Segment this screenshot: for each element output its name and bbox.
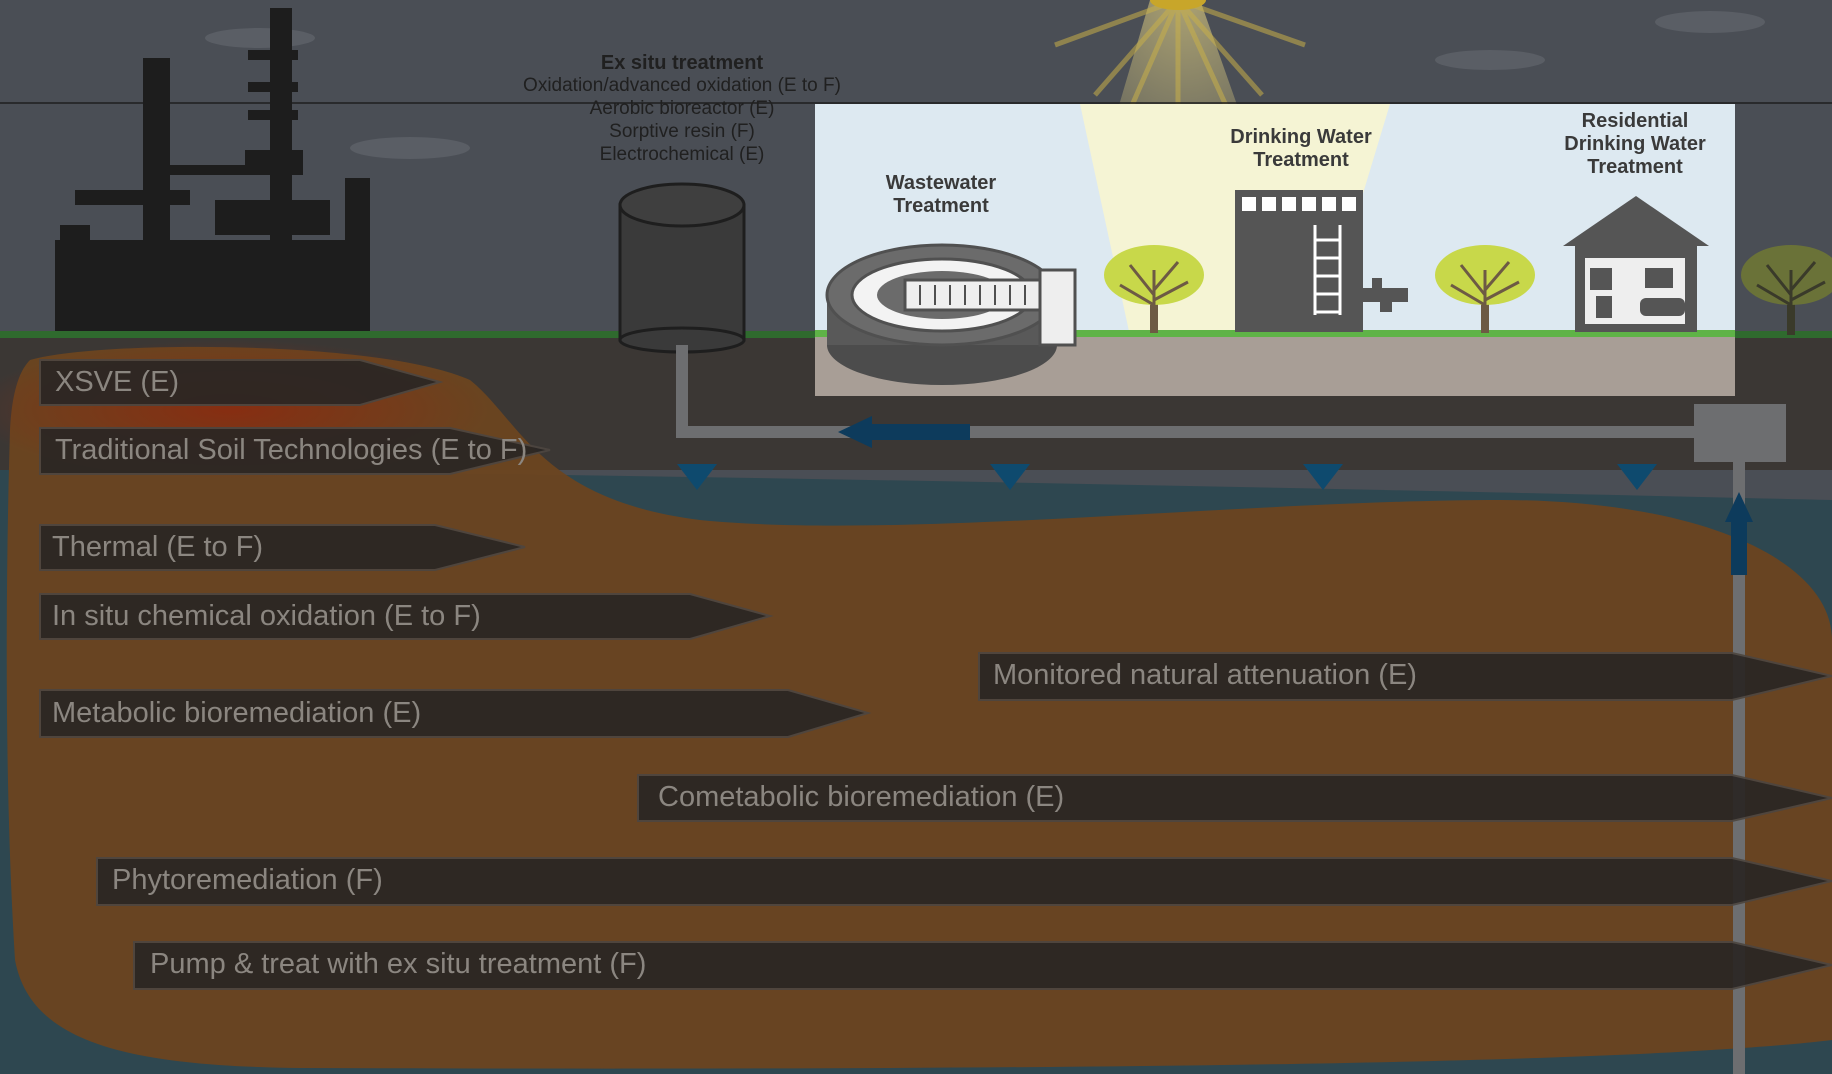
tech-bar bbox=[978, 652, 1832, 701]
drinking-water-plant-icon bbox=[1235, 190, 1408, 332]
ex-situ-item: Oxidation/advanced oxidation (E to F) bbox=[523, 75, 841, 96]
flow-markers bbox=[677, 464, 1657, 490]
tree-icon bbox=[1104, 245, 1204, 333]
tech-label: Phytoremediation (F) bbox=[112, 864, 383, 896]
tech-bar bbox=[39, 524, 526, 571]
tech-label: Monitored natural attenuation (E) bbox=[993, 659, 1417, 691]
tech-label: Thermal (E to F) bbox=[52, 531, 264, 563]
tech-bar bbox=[39, 427, 551, 475]
wastewater-plant-icon bbox=[825, 243, 1077, 385]
residential-label-line: Residential bbox=[1581, 110, 1689, 132]
drinking-water-label-line: Drinking Water bbox=[1230, 126, 1372, 148]
technology-bars bbox=[39, 359, 1832, 990]
tree-icon bbox=[1741, 245, 1832, 335]
wellhead bbox=[1694, 404, 1786, 462]
wastewater-label-line: Treatment bbox=[893, 195, 989, 217]
tech-bar bbox=[96, 857, 1832, 906]
tech-bar bbox=[39, 359, 444, 406]
tech-label: Metabolic bioremediation (E) bbox=[52, 697, 422, 729]
house-icon bbox=[1563, 196, 1709, 332]
flow-arrow-icon bbox=[838, 416, 1753, 575]
tech-label: Traditional Soil Technologies (E to F) bbox=[55, 434, 528, 466]
tech-label: Pump & treat with ex situ treatment (F) bbox=[150, 948, 647, 980]
ex-situ-item: Sorptive resin (F) bbox=[609, 121, 755, 142]
ex-situ-item: Electrochemical (E) bbox=[599, 144, 765, 165]
ex-situ-title: Ex situ treatment bbox=[600, 52, 764, 74]
drinking-water-label-line: Treatment bbox=[1253, 149, 1349, 171]
ex-situ-item: Aerobic bioreactor (E) bbox=[589, 98, 775, 119]
tech-bar bbox=[637, 774, 1832, 822]
treatment-tank-icon bbox=[618, 182, 746, 354]
factory-icon bbox=[55, 8, 370, 335]
wastewater-label-line: Wastewater bbox=[885, 172, 997, 194]
residential-label-line: Treatment bbox=[1587, 156, 1683, 178]
tech-label: In situ chemical oxidation (E to F) bbox=[52, 600, 481, 632]
tree-icon bbox=[1435, 245, 1535, 333]
tech-label: Cometabolic bioremediation (E) bbox=[658, 781, 1065, 813]
tech-label: XSVE (E) bbox=[55, 366, 180, 398]
residential-label-line: Drinking Water bbox=[1564, 133, 1706, 155]
tech-bar bbox=[39, 593, 774, 640]
tech-bar bbox=[39, 689, 872, 738]
tech-bar bbox=[133, 941, 1832, 990]
